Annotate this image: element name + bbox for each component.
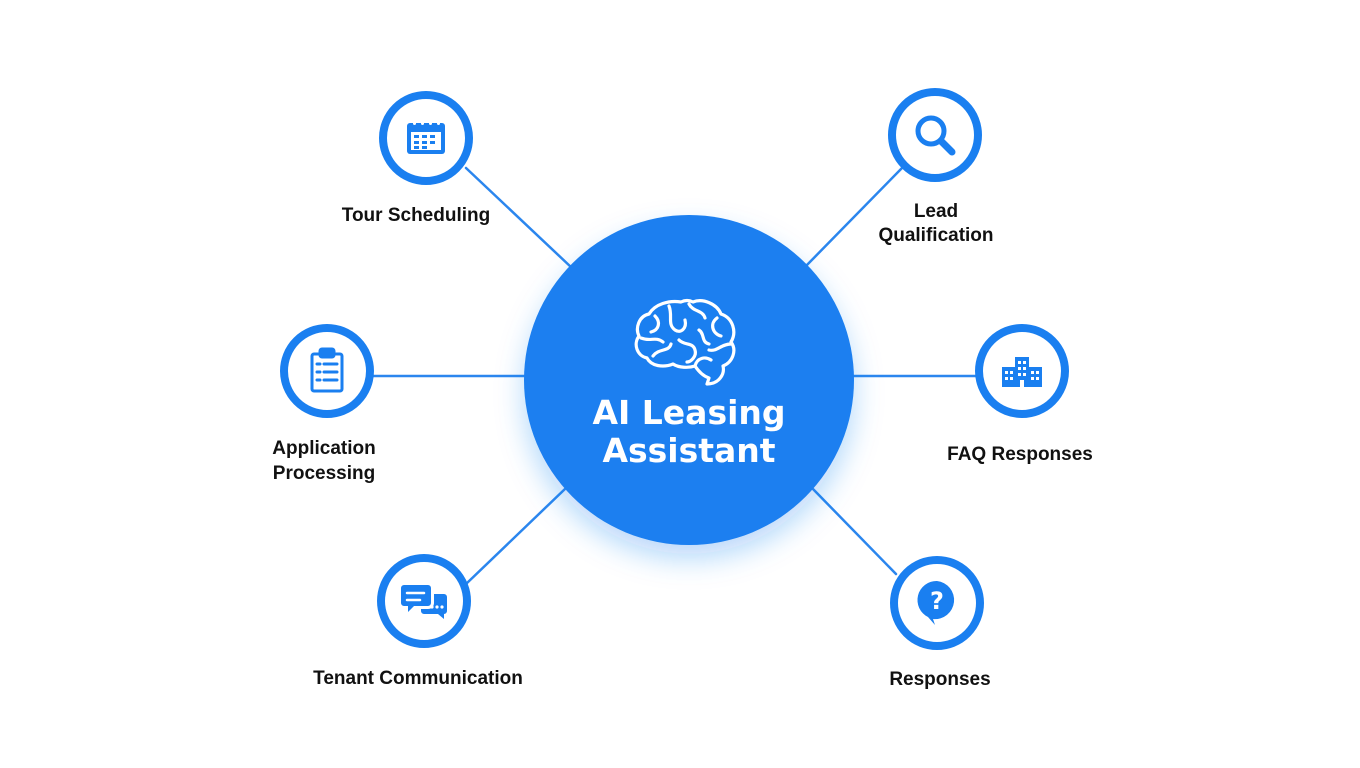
label-responses: Responses	[889, 669, 991, 690]
connector-lead	[802, 166, 904, 270]
node-tenant-communication[interactable]	[377, 554, 471, 648]
calendar-icon	[407, 117, 445, 154]
node-responses[interactable]: ?	[890, 556, 984, 650]
building-icon	[1002, 357, 1042, 387]
label-lead-qualification-line2: Qualification	[878, 225, 994, 246]
hub-circle	[524, 215, 854, 545]
magnifier-icon	[915, 115, 956, 156]
connector-tenant	[464, 486, 568, 586]
label-application-processing-line2: Processing	[272, 463, 376, 484]
node-lead-qualification[interactable]	[888, 88, 982, 182]
hub-title-line2: Assistant	[602, 431, 775, 470]
hub-title-line1: AI Leasing	[592, 393, 785, 432]
connector-lines	[371, 166, 980, 586]
brain-icon	[634, 298, 736, 386]
node-faq-responses[interactable]	[975, 324, 1069, 418]
hub: AI Leasing Assistant	[524, 215, 854, 545]
connector-tour	[464, 166, 574, 270]
clipboard-icon	[310, 347, 344, 393]
node-application-processing[interactable]	[280, 324, 374, 418]
label-application-processing-line1: Application	[272, 438, 376, 459]
connector-responses	[810, 486, 898, 576]
node-tour-scheduling[interactable]	[379, 91, 473, 185]
svg-text:?: ?	[930, 587, 944, 615]
label-tour-scheduling: Tour Scheduling	[341, 205, 491, 226]
label-tenant-communication: Tenant Communication	[313, 668, 523, 689]
node-ring	[888, 88, 982, 182]
label-lead-qualification-line1: Lead	[913, 201, 959, 222]
question-bubble-icon: ?	[917, 580, 955, 625]
chat-bubbles-icon	[401, 585, 447, 619]
label-faq-responses: FAQ Responses	[947, 444, 1093, 465]
